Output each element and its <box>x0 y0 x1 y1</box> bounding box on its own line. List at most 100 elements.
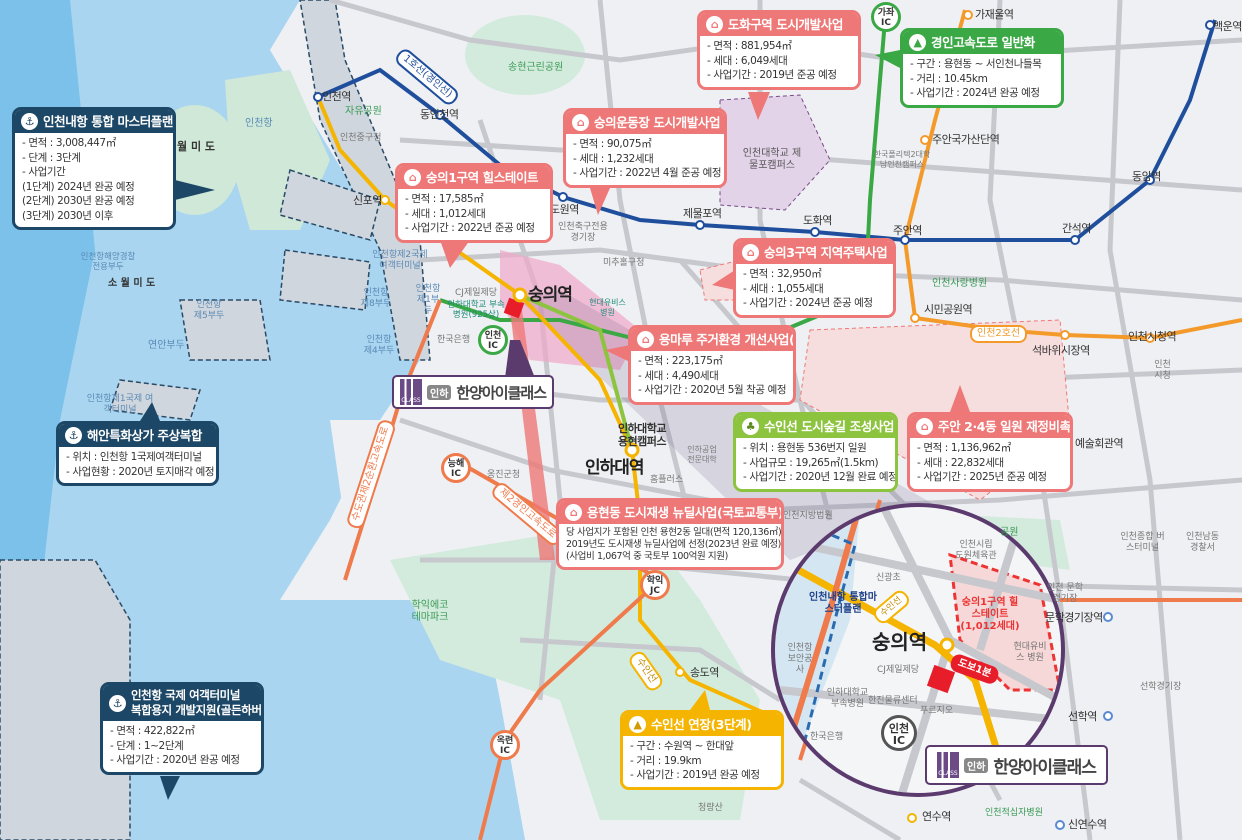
label-pier5: 인천항 제5부두 <box>193 300 225 321</box>
label-dohwa-station: 도화역 <box>803 214 832 227</box>
house-icon: ⌂ <box>404 169 421 186</box>
label-hagik-ecopark: 학익에코 테마파크 <box>411 600 449 623</box>
callout-line: - 사업기간 : 2020년 12월 완료 예정 <box>743 471 898 483</box>
callout-yongmaru[interactable]: ⌂용마루 주거환경 개선사업(LH) - 면적 : 223,175㎡- 세대 :… <box>628 325 796 405</box>
callout-title: 숭의3구역 지역주택사업 <box>764 245 888 260</box>
callout-line: - 거리 : 10.45km <box>910 72 988 85</box>
label-inha-station: 인하대역 <box>585 458 645 478</box>
label-cj: CJ제일제당 <box>455 288 498 298</box>
callout-line: (1단계) 2024년 완공 예정 <box>22 180 135 193</box>
brand-location: 인하 <box>964 757 989 773</box>
anchor-icon: ⚓ <box>109 694 126 712</box>
callout-line: - 단계 : 3단계 <box>22 151 81 164</box>
label-sinpo-station: 신포역 <box>353 194 382 207</box>
callout-gyeongin[interactable]: ▲경인고속도로 일반화 - 구간 : 용현동 ~ 서인천나들목- 거리 : 10… <box>900 28 1064 108</box>
label-inha-campus: 인하대학교 용현캠퍼스 <box>617 422 667 449</box>
brand-box-inset[interactable]: CLASS 인하 한양아이클래스 <box>925 745 1108 785</box>
label-district-court: 인천지방법원 <box>783 511 833 521</box>
label-inha-hospital: 인하대학교 부속병원(925상) <box>447 300 505 321</box>
inset-circle[interactable] <box>770 500 1065 800</box>
label-michuhol-office: 미추홀구청 <box>603 258 645 268</box>
label-gajaeul-station: 가재울역 <box>975 8 1014 21</box>
callout-title: 숭의1구역 힐스테이트 <box>426 170 539 185</box>
inset-label-cj: CJ제일제당 <box>877 665 920 675</box>
brand-name: 한양아이클래스 <box>993 757 1096 778</box>
callout-line: - 거리 : 19.9km <box>630 754 702 767</box>
callout-sungui1[interactable]: ⌂숭의1구역 힐스테이트 - 면적 : 17,585㎡- 세대 : 1,012세… <box>395 163 553 243</box>
label-munhak-station: 문학경기장역 <box>1045 611 1103 624</box>
callout-line: (2단계) 2030년 완공 예정 <box>22 195 135 207</box>
callout-title: 용마루 주거환경 개선사업(LH) <box>659 332 795 347</box>
label-football-stadium: 인천축구전용경기장 <box>558 222 608 243</box>
brand-name: 한양아이클래스 <box>456 383 547 402</box>
inset-label-hospital: 인하대학교 부속병원 <box>826 688 869 709</box>
callout-line: - 면적 : 90,075㎡ <box>573 138 652 150</box>
inset-label-security: 인천항 보안공사 <box>787 643 813 675</box>
label-inha-technical: 인하공업 전문대학 <box>687 445 717 464</box>
label-sungui-station: 숭의역 <box>528 285 573 305</box>
label-pier4: 인천항 제4부두 <box>363 335 395 356</box>
callout-suin-extension[interactable]: ▲수인선 연장(3단계) - 구간 : 수원역 ~ 한대앞- 거리 : 19.9… <box>620 710 784 790</box>
inset-label-prugio: 푸르지오 <box>920 706 954 716</box>
callout-title: 복합용지 개발지원(골든하버) <box>131 703 264 717</box>
label-pier1: 인천항 제1부두 <box>415 284 441 316</box>
callout-line: (3단계) 2030년 이후 <box>22 209 113 222</box>
label-bank-of-korea: 한국은행 <box>437 335 471 345</box>
label-sarang-hospital: 인천사랑병원 <box>932 278 988 289</box>
callout-line: 2019년도 도시재생 뉴딜사업에 선정(2023년 완료 예정) <box>566 539 781 550</box>
callout-newdeal[interactable]: ⌂용현동 도시재생 뉴딜사업(국토교통부) 당 사업지가 포함된 인천 용현2동… <box>556 498 784 570</box>
callout-sungui3[interactable]: ⌂숭의3구역 지역주택사업 - 면적 : 32,950㎡- 세대 : 1,055… <box>733 238 896 318</box>
callout-line: - 면적 : 17,585㎡ <box>405 193 484 205</box>
callout-title: 수인선 연장(3단계) <box>651 717 752 732</box>
anchor-icon: ⚓ <box>21 113 38 130</box>
brand-box-map[interactable]: CLASS 인하 한양아이클래스 <box>392 375 555 409</box>
label-yeonan-pier: 연안부두 <box>148 340 185 351</box>
callout-line: - 면적 : 422,822㎡ <box>110 725 195 737</box>
label-coastguard-pier: 인천항해양경찰 전용부두 <box>80 252 136 273</box>
rail-suin-line <box>316 96 781 722</box>
callout-line: - 위치 : 인천항 1국제여객터미널 <box>66 451 202 463</box>
label-yeonsu-station: 연수역 <box>922 810 951 823</box>
callout-title: 도화구역 도시개발사업 <box>728 17 843 32</box>
callout-inner-harbor[interactable]: ⚓인천내항 통합 마스터플랜 - 면적 : 3,008,447㎡- 단계 : 3… <box>12 107 176 230</box>
label-juan-industrial-station: 주안국가산단역 <box>932 133 1000 146</box>
callout-line: - 사업기간 <box>22 166 66 178</box>
label-jayu-park: 자유공원 <box>345 106 382 117</box>
callout-dohwa[interactable]: ⌂도화구역 도시개발사업 - 면적 : 881,954㎡- 세대 : 6,049… <box>697 10 861 90</box>
callout-line: - 사업현황 : 2020년 토지매각 예정 <box>66 465 215 478</box>
callout-line: - 면적 : 881,954㎡ <box>707 40 792 52</box>
callout-line: - 세대 : 1,055세대 <box>743 282 824 295</box>
label-simingongwon-station: 시민공원역 <box>924 303 973 316</box>
callout-line: - 세대 : 6,049세대 <box>707 54 788 67</box>
label-seonhak-station: 선학역 <box>1068 710 1097 723</box>
tunnel-icon: ▲ <box>909 34 926 51</box>
callout-title: 숭의운동장 도시개발사업 <box>594 115 721 130</box>
callout-title: 주안 2·4동 일원 재정비촉진 <box>938 419 1073 434</box>
callout-coastal[interactable]: ⚓해안특화상가 주상복합 - 위치 : 인천항 1국제여객터미널- 사업현황 :… <box>56 421 219 486</box>
callout-forest-trail[interactable]: ♣수인선 도시숲길 조성사업 - 위치 : 용현동 536번지 일원- 사업규모… <box>733 412 898 492</box>
iclass-logo-icon: CLASS <box>400 379 422 405</box>
label-ganseok-station: 간석역 <box>1062 222 1091 235</box>
callout-stadium[interactable]: ⌂숭의운동장 도시개발사업 - 면적 : 90,075㎡- 세대 : 1,232… <box>563 108 727 188</box>
inset-label-park: 공원 <box>1000 527 1019 538</box>
label-police: 인천남동 경찰서 <box>1185 532 1220 553</box>
ic-gajwa: 가좌 IC <box>871 2 901 32</box>
callout-line: - 사업규모 : 19,265㎡(1.5km) <box>743 456 879 469</box>
label-wolmido: 월 미 도 <box>177 140 216 153</box>
callout-line: - 사업기간 : 2019년 준공 예정 <box>707 69 837 81</box>
callout-line: - 면적 : 32,950㎡ <box>743 268 822 280</box>
label-cityhall-station: 인천시청역 <box>1128 330 1177 343</box>
callout-line: - 사업기간 : 2024년 완공 예정 <box>910 87 1040 99</box>
callout-line: - 사업기간 : 2022년 준공 예정 <box>405 222 535 234</box>
label-art-center-station: 예술회관역 <box>1075 437 1124 450</box>
callout-juan[interactable]: ⌂주안 2·4동 일원 재정비촉진 - 면적 : 1,136,962㎡- 세대 … <box>907 412 1073 492</box>
label-pier8: 인천항 제8부두 <box>360 288 392 309</box>
label-munhak-stadium: 인천 문학경기장 <box>1047 583 1083 604</box>
label-jemulpo-station: 제물포역 <box>683 207 722 220</box>
label-sowolmido: 소 월 미 도 <box>108 278 156 289</box>
jc-hagik: 학익 JC <box>640 570 670 600</box>
callout-title: 인천내항 통합 마스터플랜 <box>43 114 174 129</box>
label-songdo-station: 송도역 <box>690 666 719 679</box>
ic-ongnyeon: 옥련 IC <box>490 730 520 760</box>
